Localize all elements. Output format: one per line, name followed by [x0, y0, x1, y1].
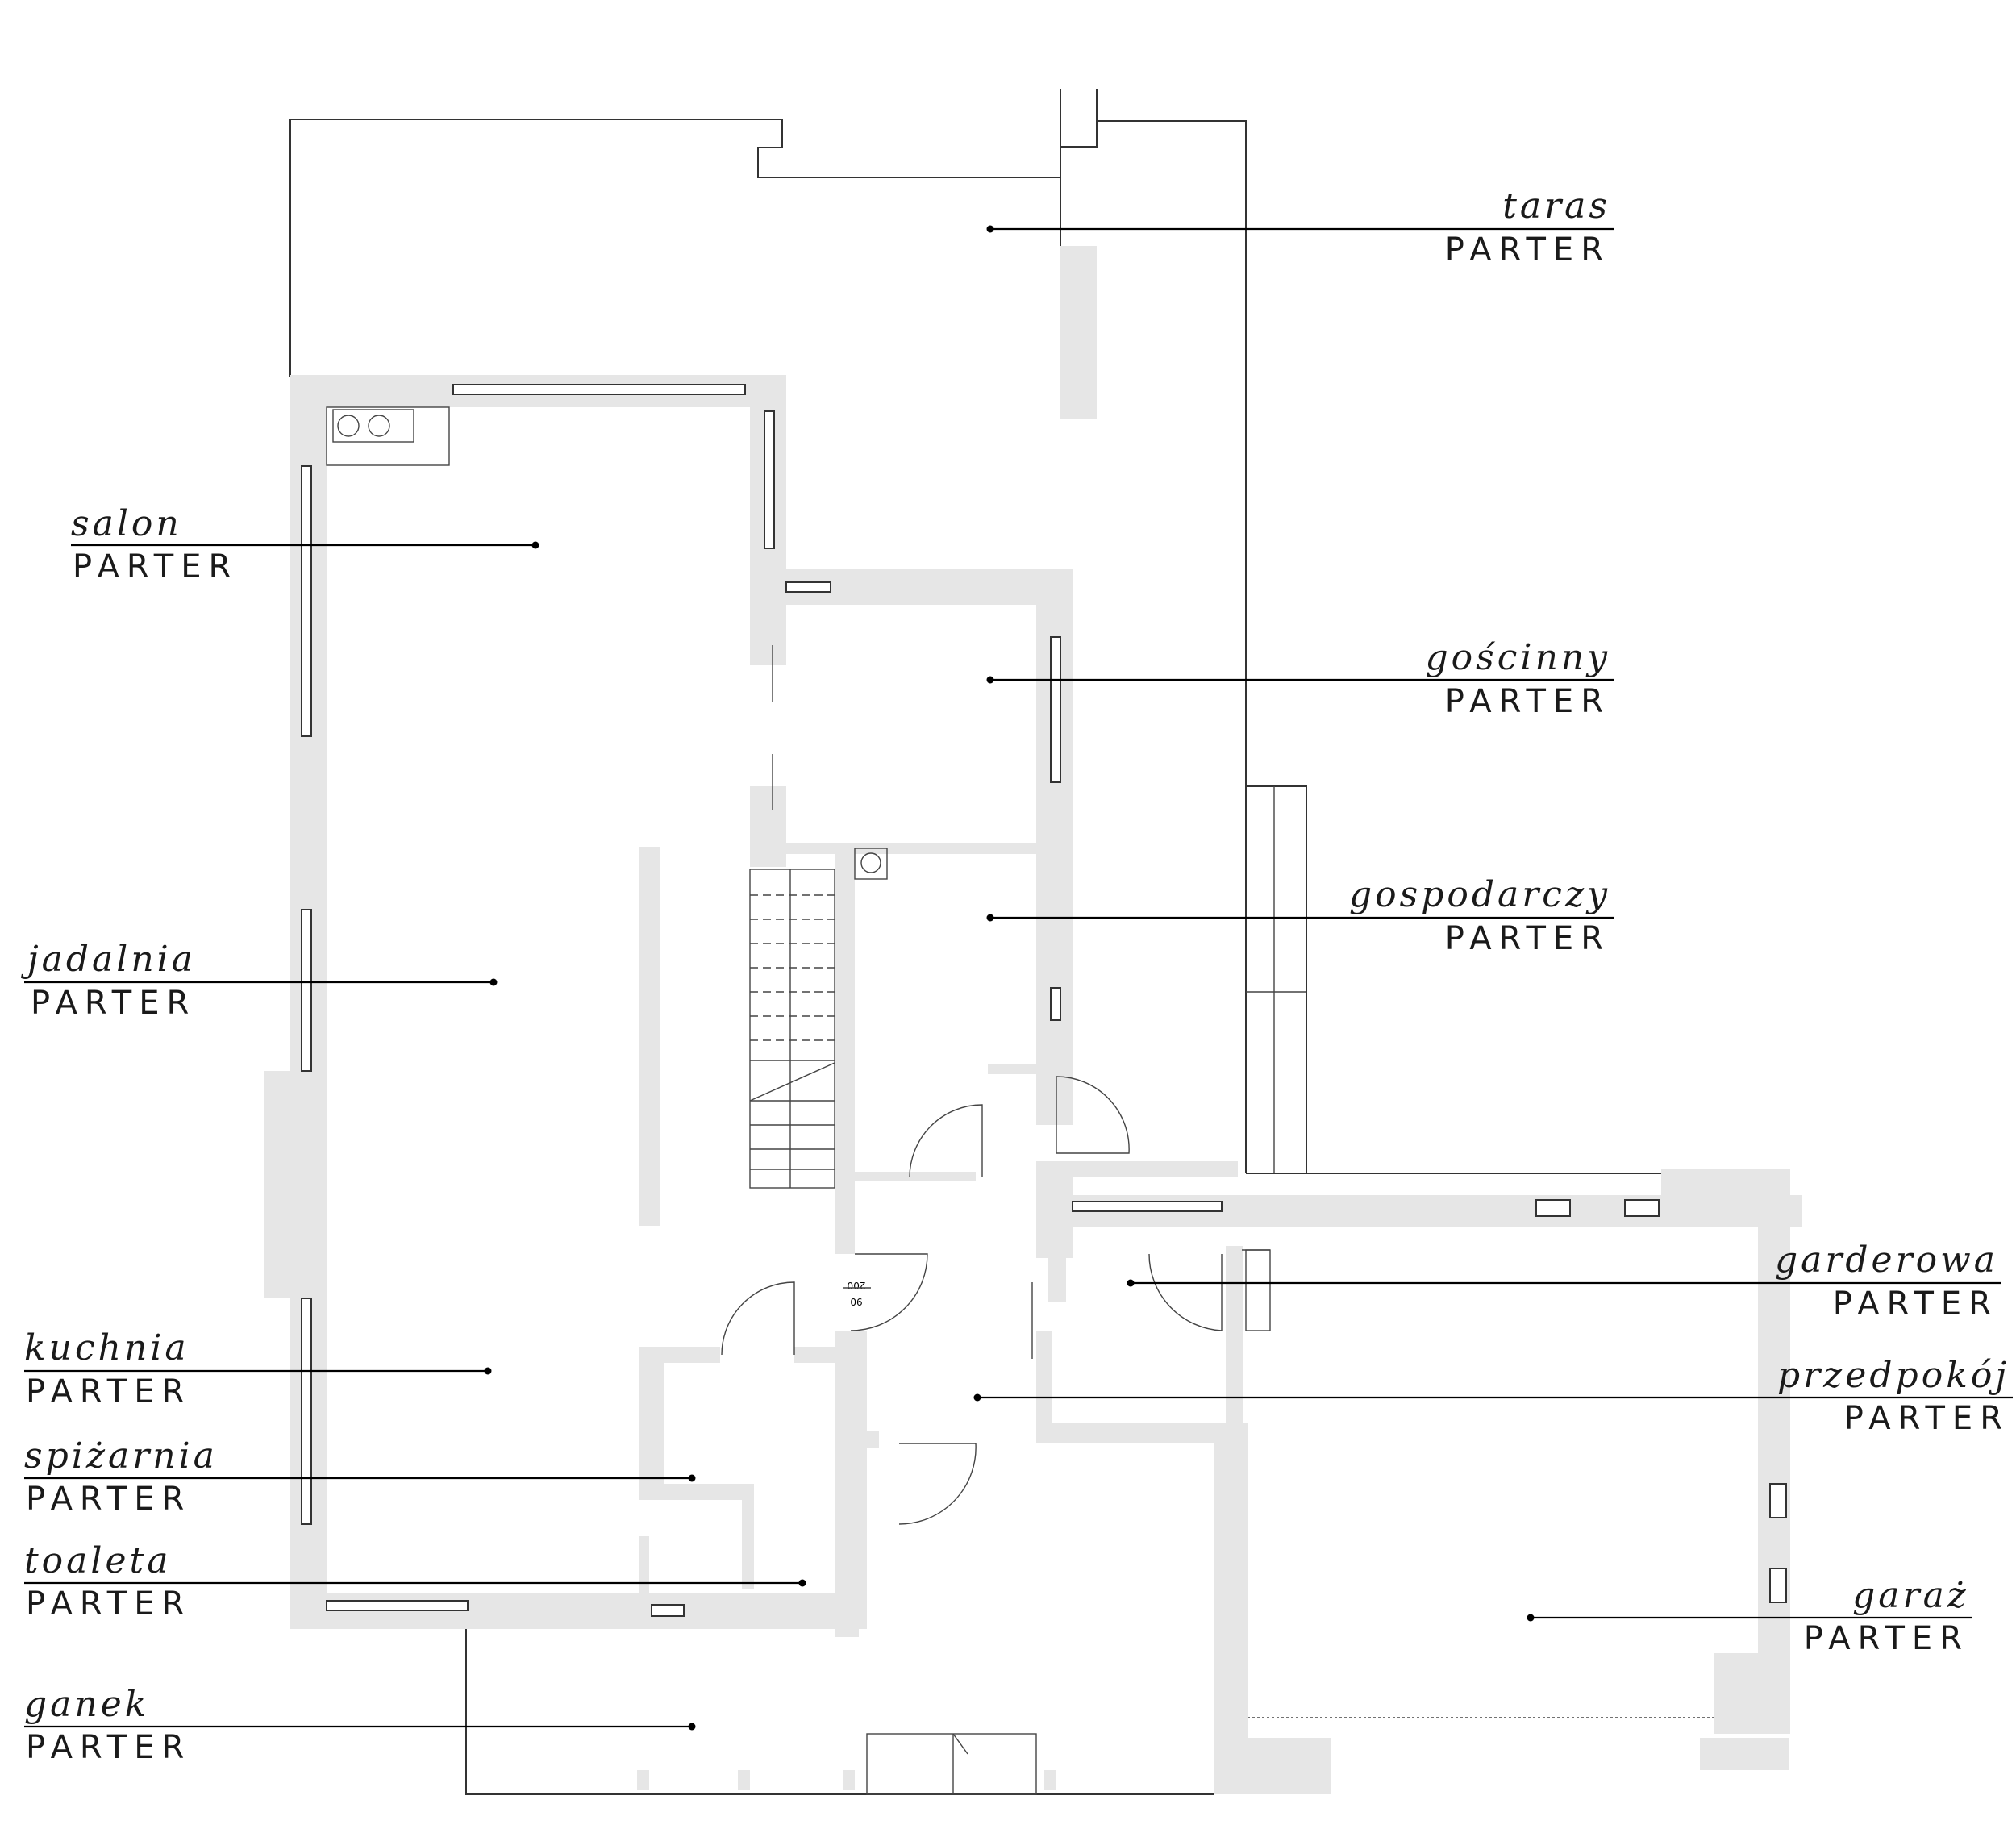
- walls: [264, 375, 1802, 1794]
- floor-name-toaleta: PARTER: [26, 1585, 191, 1623]
- floor-name-ganek: PARTER: [26, 1729, 191, 1766]
- floor-name-salon: PARTER: [73, 548, 238, 585]
- room-name-salon: salon: [71, 503, 182, 544]
- floor-name-garderowa: PARTER: [1833, 1285, 1998, 1323]
- exterior-lines: [465, 785, 1714, 1795]
- label-przedpokoj: przedpokój PARTER: [973, 1355, 2013, 1437]
- label-garaz: garaż PARTER: [1527, 1575, 1972, 1657]
- fireplace: [326, 406, 888, 880]
- stair-tag-bottom: 90: [850, 1296, 862, 1307]
- stair-dimension-tag: 200 90: [843, 1280, 871, 1307]
- staircase: [749, 869, 835, 1189]
- floor-name-kuchnia: PARTER: [26, 1373, 191, 1410]
- floor-name-goscinny: PARTER: [1445, 683, 1610, 720]
- room-name-jadalnia: jadalnia: [20, 939, 196, 980]
- label-kuchnia: kuchnia PARTER: [24, 1327, 492, 1410]
- doors: [721, 645, 1271, 1525]
- room-name-goscinny: gościnny: [1426, 637, 1610, 678]
- floor-name-jadalnia: PARTER: [31, 985, 196, 1022]
- label-ganek: ganek PARTER: [24, 1684, 696, 1766]
- label-spizarnia: spiżarnia PARTER: [24, 1435, 696, 1518]
- room-name-taras: taras: [1502, 185, 1610, 227]
- room-name-toaleta: toaleta: [24, 1540, 171, 1581]
- floor-name-gospodarczy: PARTER: [1445, 920, 1610, 957]
- label-goscinny: gościnny PARTER: [986, 637, 1614, 720]
- floor-name-taras: PARTER: [1445, 231, 1610, 269]
- floor-name-przedpokoj: PARTER: [1844, 1400, 2010, 1437]
- floor-name-garaz: PARTER: [1804, 1620, 1969, 1657]
- room-name-kuchnia: kuchnia: [24, 1327, 190, 1369]
- room-name-przedpokoj: przedpokój: [1777, 1355, 2010, 1396]
- label-jadalnia: jadalnia PARTER: [20, 939, 498, 1022]
- label-toaleta: toaleta PARTER: [24, 1540, 806, 1623]
- stair-tag-top: 200: [848, 1280, 866, 1291]
- room-name-spizarnia: spiżarnia: [24, 1435, 218, 1477]
- room-name-garderowa: garderowa: [1775, 1239, 1998, 1281]
- label-taras: taras PARTER: [986, 185, 1614, 269]
- room-name-garaz: garaż: [1852, 1575, 1969, 1616]
- label-salon: salon PARTER: [71, 503, 539, 585]
- label-gospodarczy: gospodarczy PARTER: [986, 874, 1614, 957]
- windows: [301, 384, 1787, 1617]
- room-name-ganek: ganek: [24, 1684, 149, 1725]
- label-garderowa: garderowa PARTER: [1127, 1239, 2001, 1323]
- floor-name-spizarnia: PARTER: [26, 1481, 191, 1518]
- room-name-gospodarczy: gospodarczy: [1349, 874, 1610, 915]
- terrace-outline: [289, 89, 1247, 1173]
